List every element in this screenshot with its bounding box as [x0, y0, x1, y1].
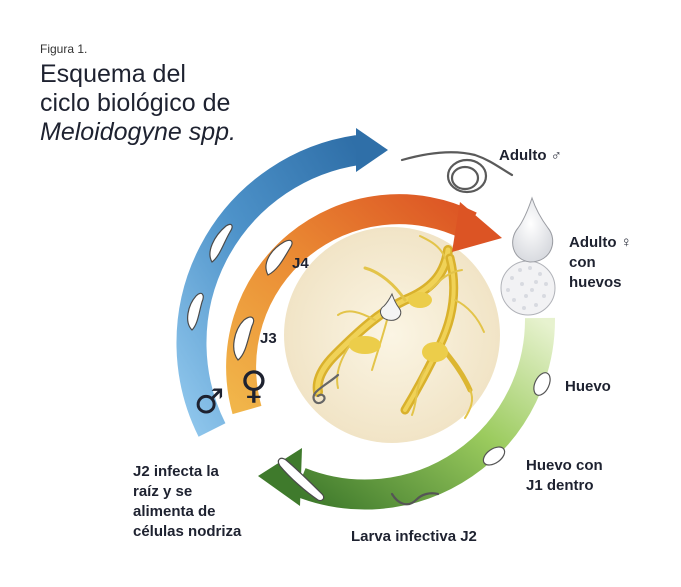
male-arrowhead [356, 128, 388, 172]
title-line-1: Esquema del [40, 60, 186, 88]
title-line-2: ciclo biológico de [40, 89, 231, 117]
j3-label: J3 [260, 330, 277, 347]
j2-infects-label-line-2: raíz y se [133, 483, 193, 500]
adult-male-label: Adulto ♂ [499, 147, 562, 164]
adult-female-label: Adulto ♀ con huevos [569, 233, 632, 293]
male-juvenile-1 [187, 292, 204, 331]
figure-label: Figura 1. [40, 42, 88, 56]
j2-infects-label-line-3: alimenta de [133, 503, 216, 520]
adult-female-label-line-2: con [569, 254, 596, 271]
root-female-nematode [380, 292, 402, 321]
j2-infects-label-line-1: J2 infecta la [133, 463, 219, 480]
egg-j1-label: Huevo con J1 dentro [526, 456, 603, 496]
free-j2-icon [390, 492, 440, 506]
male-juvenile-2 [209, 223, 233, 263]
egg-icon [533, 372, 551, 396]
j4-label: J4 [292, 255, 309, 272]
egg-with-j1-icon [482, 446, 506, 466]
egg-development-arrow [294, 317, 556, 510]
infective-j2-on-arrow [277, 457, 325, 502]
adult-female-with-eggs [500, 196, 556, 316]
egg-j1-label-line-2: J1 dentro [526, 477, 594, 494]
j4-juvenile [265, 239, 293, 276]
female-symbol: ♀ [240, 363, 268, 407]
j2-infects-label: J2 infecta la raíz y se alimenta de célu… [133, 462, 241, 542]
root-background [284, 227, 500, 443]
j3-juvenile [233, 316, 255, 361]
j2-infects-label-line-4: células nodriza [133, 523, 242, 540]
title-species: Meloidogyne spp. [40, 118, 236, 146]
female-juveniles [233, 239, 293, 361]
egg-label: Huevo [565, 378, 611, 395]
egg-arrowhead [258, 448, 302, 506]
adult-male-nematode [400, 151, 514, 194]
male-juveniles [187, 223, 233, 331]
figure-title: Esquema del ciclo biológico de Meloidogy… [40, 60, 236, 147]
male-symbol: ♂ [194, 382, 224, 422]
female-arrowhead [452, 202, 502, 252]
egg-j1-label-line-1: Huevo con [526, 457, 603, 474]
adult-female-label-line-3: huevos [569, 274, 622, 291]
j2-larva-label: Larva infectiva J2 [351, 528, 477, 545]
root-j2-nematode [312, 373, 340, 405]
adult-female-label-line-1: Adulto ♀ [569, 234, 632, 251]
